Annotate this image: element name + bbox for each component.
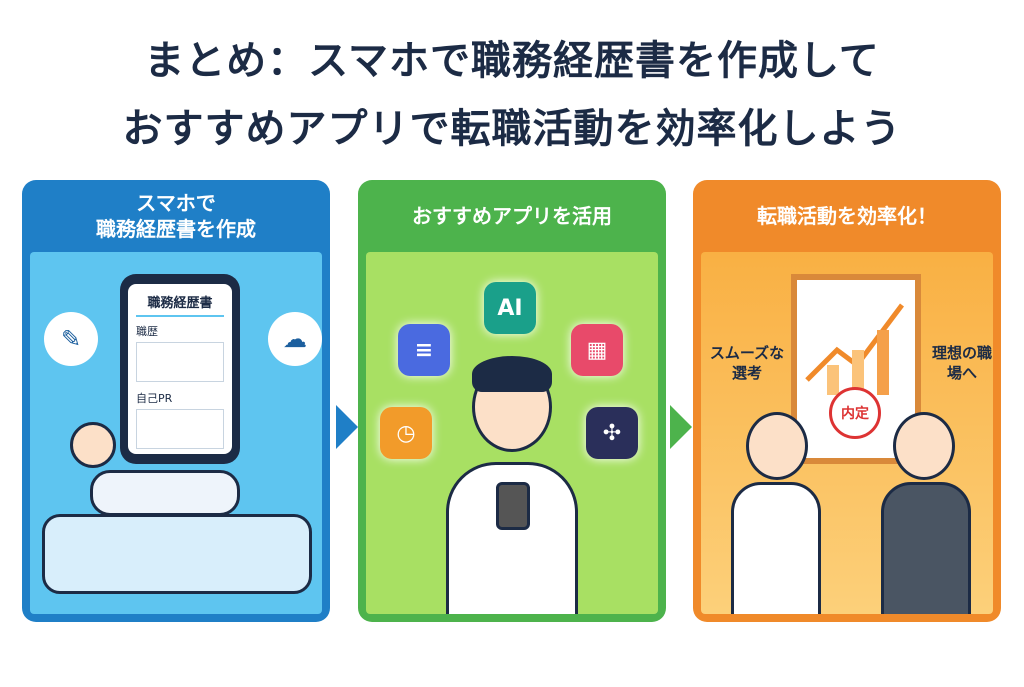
panel-use-apps: おすすめアプリを活用 AI ≡ ▦ ◷ ✣ [358, 180, 666, 622]
heading-line: スマホで [136, 191, 216, 215]
panel-illustration: AI ≡ ▦ ◷ ✣ [366, 252, 658, 614]
calendar-app-icon: ▦ [571, 324, 623, 376]
panel-efficient-job-hunt: 転職活動を効率化！ 内定 スムーズな選考 理想の職場へ [693, 180, 1001, 622]
text-block [136, 409, 224, 449]
text-block [136, 342, 224, 382]
ai-app-icon: AI [484, 282, 536, 334]
smartphone [496, 482, 530, 530]
person-hair [472, 356, 552, 392]
document-app-icon: ≡ [398, 324, 450, 376]
smartphone: 職務経歴書 職歴 自己PR [120, 274, 240, 464]
title-line-1: まとめ：スマホで職務経歴書を作成して [144, 38, 880, 84]
sofa [42, 514, 312, 594]
panel-create-resume: スマホで職務経歴書を作成 ✎ ☁ 職務経歴書 職歴 自己PR [22, 180, 330, 622]
growth-chart-icon [805, 303, 904, 395]
cloud-icon: ☁ [268, 312, 322, 366]
section-career: 職歴 [136, 325, 158, 338]
pen-icon: ✎ [44, 312, 98, 366]
panel-heading: 転職活動を効率化！ [757, 204, 937, 228]
candidate-person [731, 482, 821, 614]
arrow-right-icon [336, 405, 358, 449]
panel-illustration: ✎ ☁ 職務経歴書 職歴 自己PR [30, 252, 322, 614]
panel-heading: おすすめアプリを活用 [412, 204, 612, 228]
section-self-pr: 自己PR [136, 392, 173, 405]
interviewer-head [893, 412, 955, 480]
label-ideal-workplace: 理想の職場へ [931, 344, 992, 382]
timer-app-icon: ◷ [380, 407, 432, 459]
phone-screen: 職務経歴書 職歴 自己PR [128, 284, 232, 454]
offer-stamp: 内定 [829, 387, 881, 439]
interviewer-person [881, 482, 971, 614]
title-line-2: おすすめアプリで転職活動を効率化しよう [122, 106, 902, 152]
doc-title: 職務経歴書 [136, 292, 224, 317]
panel-heading: スマホで職務経歴書を作成 [22, 180, 330, 252]
arrow-right-icon [670, 405, 692, 449]
panel-illustration: 内定 スムーズな選考 理想の職場へ [701, 252, 993, 614]
heading-line: 職務経歴書を作成 [96, 217, 256, 241]
label-smooth-selection: スムーズな選考 [709, 344, 785, 382]
candidate-head [746, 412, 808, 480]
hub-app-icon: ✣ [586, 407, 638, 459]
person-lying [90, 470, 240, 516]
person-head [70, 422, 116, 468]
